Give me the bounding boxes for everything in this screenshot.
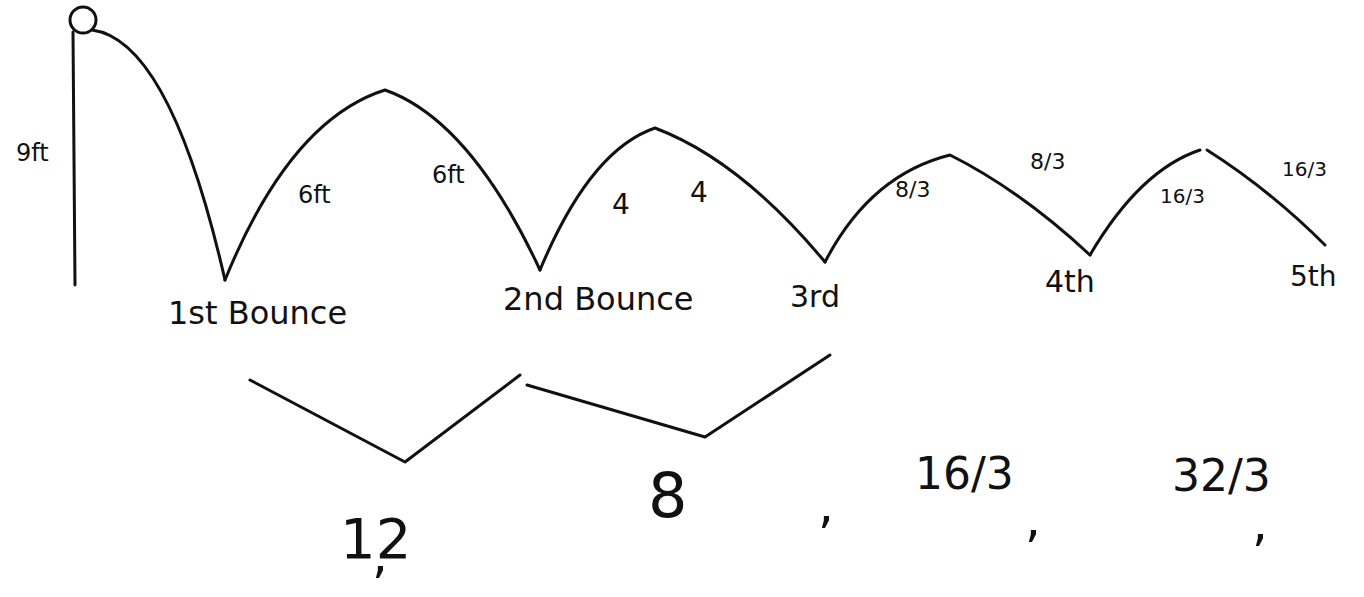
bounce-label: 2nd Bounce: [503, 282, 694, 317]
sum-bracket: [527, 355, 830, 437]
height-label: 8/3: [895, 178, 930, 202]
height-label: 4: [690, 178, 708, 209]
height-label: 6ft: [432, 162, 465, 188]
height-label: 8/3: [1030, 150, 1065, 174]
separator-comma: ,: [372, 528, 388, 583]
drop-path: [92, 30, 225, 280]
bounce-label: 4th: [1045, 265, 1095, 298]
drop-height-line: [73, 32, 75, 285]
bounce-arc: [540, 128, 825, 270]
separator-comma: ,: [818, 478, 834, 533]
distance-term: 32/3: [1172, 452, 1271, 500]
height-label: 16/3: [1160, 185, 1205, 207]
bounce-label: 1st Bounce: [168, 296, 347, 331]
separator-comma: ,: [1025, 492, 1041, 547]
distance-term: 16/3: [915, 450, 1014, 498]
bounce-label: 3rd: [790, 280, 840, 313]
bounce-arc: [225, 90, 540, 280]
distance-term: 8: [648, 462, 687, 530]
bounce-label: 5th: [1290, 262, 1337, 293]
height-label: 4: [612, 190, 630, 221]
sum-bracket: [250, 375, 520, 462]
separator-comma: ,: [1252, 496, 1268, 551]
height-label: 9ft: [16, 140, 49, 166]
height-label: 16/3: [1282, 158, 1327, 180]
height-label: 6ft: [298, 182, 331, 208]
